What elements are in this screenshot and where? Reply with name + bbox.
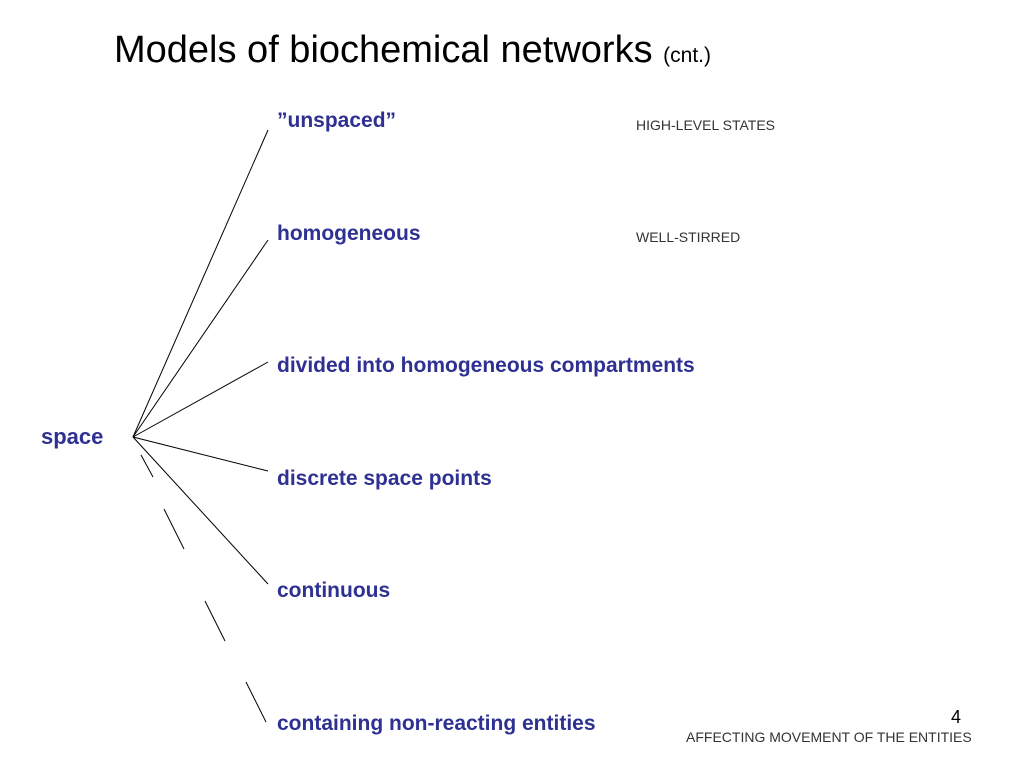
note-well-stirred: WELL-STIRRED (636, 229, 741, 245)
branch-label-unspaced: ”unspaced” (277, 109, 397, 132)
branch-line-unspaced (132, 129, 269, 438)
branch-line-discrete (132, 436, 269, 472)
branch-label-continuous: continuous (277, 579, 391, 602)
note-high-level-states: HIGH-LEVEL STATES (636, 117, 775, 133)
title-suffix: (cnt.) (663, 44, 711, 67)
note-affecting-movement: AFFECTING MOVEMENT OF THE ENTITIES (686, 729, 972, 745)
page-number: 4 (951, 707, 962, 727)
title-main: Models of biochemical networks (114, 29, 653, 71)
slide-title: Models of biochemical networks (cnt.) (114, 29, 711, 73)
branch-label-containing: containing non-reacting entities (277, 712, 596, 735)
branch-line-containing (140, 454, 267, 723)
branch-label-discrete: discrete space points (277, 467, 492, 490)
branch-line-compartments (132, 361, 269, 438)
branch-label-homogeneous: homogeneous (277, 222, 421, 245)
branch-line-homogeneous (132, 239, 269, 438)
root-node-space: space (41, 424, 104, 449)
branch-label-compartments: divided into homogeneous compartments (277, 354, 695, 377)
branch-line-continuous (132, 436, 269, 585)
